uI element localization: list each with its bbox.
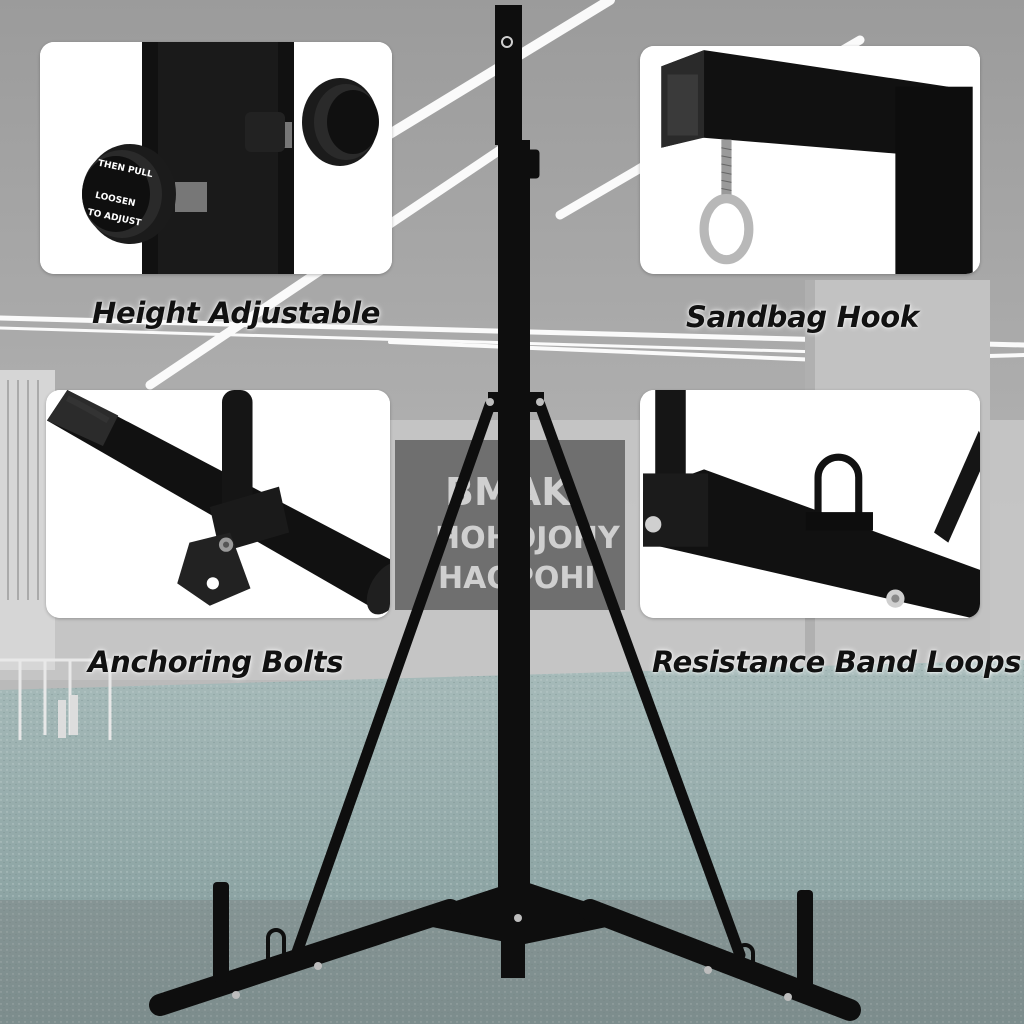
eye-hook-icon [643, 46, 980, 274]
feature-panel-height-adjustable: THEN PULL LOOSEN TO ADJUST [40, 42, 392, 274]
caption-sandbag-hook: Sandbag Hook [686, 300, 919, 334]
feature-panel-resistance-band-loops [640, 390, 980, 618]
feature-panel-sandbag-hook [640, 46, 980, 274]
band-loop-icon [643, 390, 980, 618]
caption-resistance-band-loops: Resistance Band Loops [652, 645, 1022, 679]
knob-icon: THEN PULL LOOSEN TO ADJUST [40, 42, 392, 274]
feature-panel-anchoring-bolts [46, 390, 390, 618]
caption-height-adjustable: Height Adjustable [92, 296, 381, 330]
caption-anchoring-bolts: Anchoring Bolts [88, 645, 344, 679]
bolt-bracket-icon [46, 390, 390, 618]
